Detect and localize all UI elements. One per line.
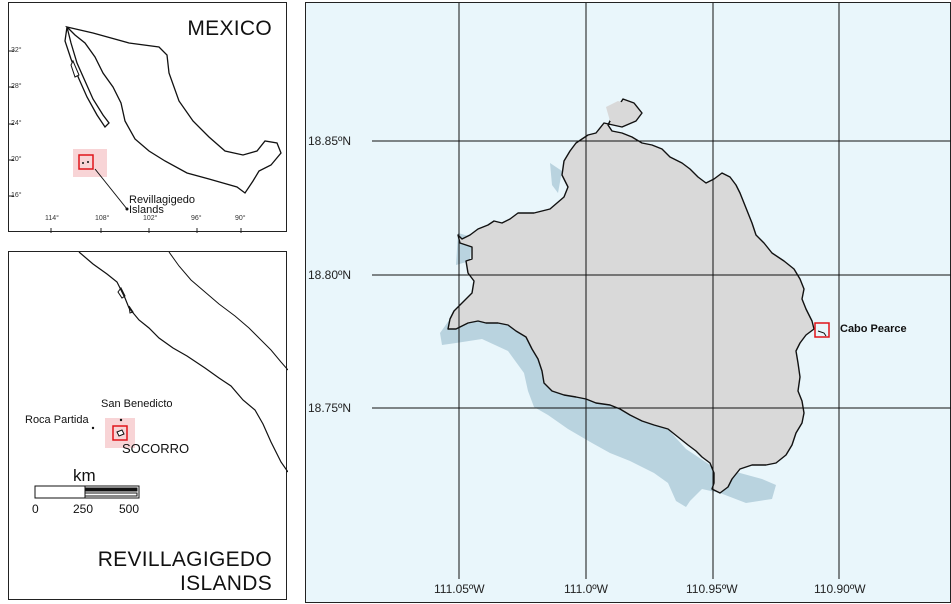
roca-partida-label: Roca Partida	[25, 414, 89, 426]
scale-tick-label: 0	[32, 502, 39, 516]
islands-inset-map: San Benedicto Roca Partida SOCORRO km 0 …	[8, 251, 288, 600]
scale-unit-label: km	[73, 466, 96, 485]
mexico-inset-map: MEXICO 32° 28° 24° 20° 16° 114° 108° 102…	[8, 2, 287, 233]
lon-tick: 90°	[235, 215, 246, 222]
lon-tick: 96°	[191, 215, 202, 222]
socorro-island-map: 18.85ºN 18.80ºN 18.75ºN 111.05ºW 111.0ºW…	[305, 2, 951, 603]
scale-bar	[34, 485, 140, 499]
scale-tick-label: 250	[73, 502, 94, 516]
roca-partida-marker	[91, 426, 95, 430]
socorro-label: SOCORRO	[122, 441, 190, 456]
lat-tick: 20°	[11, 156, 22, 163]
lat-label: 18.75ºN	[308, 401, 352, 415]
lat-label: 18.80ºN	[308, 268, 352, 282]
san-benedicto-marker	[119, 418, 123, 422]
mexico-title: MEXICO	[187, 17, 272, 40]
lat-tick: 32°	[11, 47, 22, 54]
lon-label: 110.95ºW	[686, 582, 738, 596]
socorro-island-shape	[372, 3, 951, 579]
lon-tick: 108°	[95, 215, 110, 222]
lon-label: 110.90ºW	[814, 582, 866, 596]
scale-tick-label: 500	[119, 502, 140, 516]
san-benedicto-label: San Benedicto	[101, 398, 173, 410]
mexico-outline	[9, 25, 282, 233]
lat-label: 18.85ºN	[308, 134, 352, 148]
lat-tick: 16°	[11, 192, 22, 199]
islands-title-line2: ISLANDS	[180, 572, 272, 595]
islands-title-line1: REVILLAGIGEDO	[97, 548, 272, 571]
revillagigedo-callout-label: Revillagigedo Islands	[129, 194, 196, 216]
lon-tick: 114°	[45, 215, 59, 222]
cabo-pearce-label: Cabo Pearce	[840, 323, 907, 335]
lat-tick: 24°	[11, 120, 22, 127]
lon-label: 111.0ºW	[564, 582, 608, 596]
lon-tick: 102°	[143, 215, 158, 222]
baja-coastline	[34, 252, 288, 499]
lon-label: 111.05ºW	[434, 582, 485, 596]
cabo-pearce-marker	[814, 322, 830, 338]
lat-tick: 28°	[11, 83, 22, 90]
